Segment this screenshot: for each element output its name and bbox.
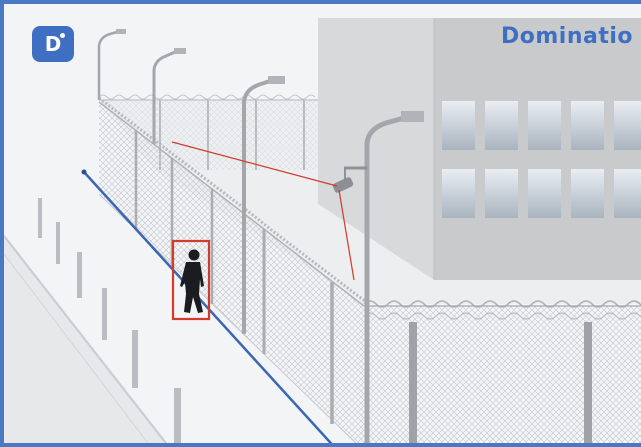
logo-dot — [60, 33, 65, 38]
domination-logo-icon: D — [32, 26, 74, 62]
perimeter-scene — [4, 4, 641, 447]
brand-name: Dominatio — [501, 24, 633, 49]
right-fence — [364, 301, 641, 447]
logo-letter: D — [45, 32, 62, 56]
tripwire-start-point — [82, 170, 87, 175]
